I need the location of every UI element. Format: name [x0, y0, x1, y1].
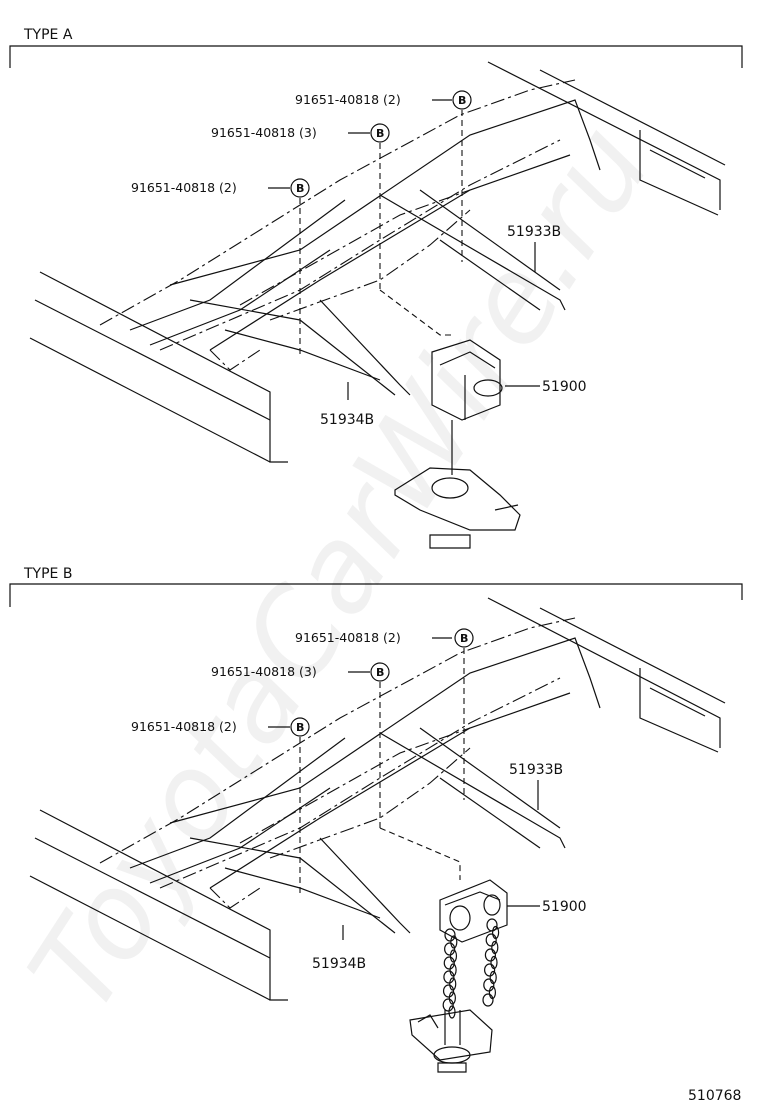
chain-link	[485, 933, 497, 947]
section-type-a: TYPE A	[9, 27, 743, 549]
marker-letter: B	[458, 94, 466, 107]
part-label-51900: 51900	[542, 379, 587, 395]
figure-code: 510768	[688, 1088, 741, 1104]
chain-link	[442, 984, 455, 998]
chain-left	[442, 928, 458, 1019]
part-number-label: 91651-40818 (2)	[295, 92, 401, 107]
part-number-label: 91651-40818 (2)	[131, 180, 237, 195]
chain-link	[449, 963, 457, 977]
chain-right	[482, 918, 500, 1007]
carrier-base	[409, 1009, 493, 1073]
chain-link	[484, 948, 496, 962]
part-label-51933b: 51933B	[509, 762, 563, 778]
spare-tire-carrier-chain	[439, 879, 508, 943]
chain-link	[483, 978, 495, 992]
section-bracket	[9, 45, 743, 68]
chain-link	[449, 977, 457, 991]
section-title: TYPE B	[23, 566, 72, 582]
marker-circle	[454, 628, 474, 648]
part-number-label: 91651-40818 (3)	[211, 664, 317, 679]
chain-link	[450, 935, 458, 949]
chain-link	[449, 949, 458, 963]
part-label-51934b: 51934B	[312, 956, 366, 972]
chain-link	[443, 970, 455, 984]
part-number-label: 91651-40818 (3)	[211, 125, 317, 140]
chain-link	[448, 991, 456, 1005]
callout-3: 91651-40818 (2) B	[131, 717, 310, 737]
chain-link	[486, 918, 498, 932]
part-number-label: 91651-40818 (2)	[131, 719, 237, 734]
marker-circle	[290, 178, 310, 198]
callout-3: 91651-40818 (2) B	[131, 178, 310, 198]
section-bracket	[9, 583, 743, 607]
section-type-b: TYPE B	[9, 566, 743, 1073]
callout-1: 91651-40818 (2) B	[295, 628, 474, 648]
spare-tire-carrier	[394, 339, 521, 549]
callout-2: 91651-40818 (3) B	[211, 662, 390, 682]
marker-circle	[452, 90, 472, 110]
chain-link	[444, 942, 456, 956]
marker-circle	[370, 123, 390, 143]
part-label-51933b: 51933B	[507, 224, 561, 240]
part-number-label: 91651-40818 (2)	[295, 630, 401, 645]
callout-2: 91651-40818 (3) B	[211, 123, 390, 143]
part-label-51900: 51900	[542, 899, 587, 915]
marker-circle	[290, 717, 310, 737]
chain-link	[443, 956, 455, 970]
chain-link	[482, 993, 494, 1007]
watermark: ToyotaCarWire.ru	[3, 101, 677, 1036]
leader-lines	[268, 99, 540, 400]
part-label-51934b: 51934B	[320, 412, 374, 428]
marker-letter: B	[460, 632, 468, 645]
crossmember-outline	[99, 617, 576, 909]
marker-letter: B	[376, 127, 384, 140]
chain-link	[484, 963, 496, 977]
marker-letter: B	[296, 182, 304, 195]
leader-lines	[268, 637, 540, 940]
marker-letter: B	[376, 666, 384, 679]
crossmember-outline	[99, 79, 576, 371]
marker-circle	[370, 662, 390, 682]
marker-letter: B	[296, 721, 304, 734]
section-title: TYPE A	[23, 27, 73, 43]
chain-link	[442, 998, 454, 1012]
frame-drawing	[29, 597, 726, 1001]
chain-link	[444, 928, 456, 942]
callout-1: 91651-40818 (2) B	[295, 90, 472, 110]
